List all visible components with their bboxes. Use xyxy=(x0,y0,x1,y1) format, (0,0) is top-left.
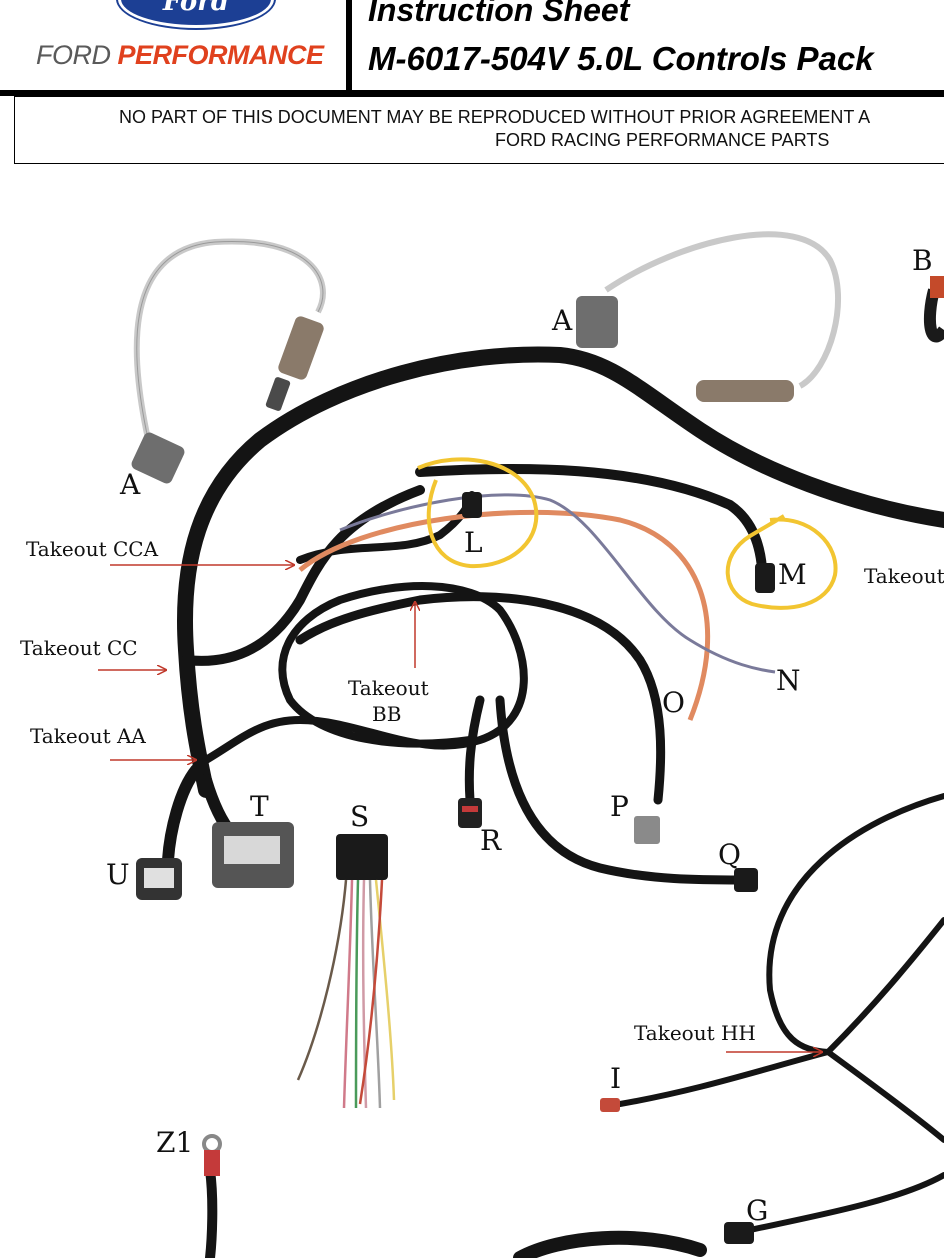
label-takeout-right: Takeout xyxy=(864,564,944,588)
connector-i xyxy=(600,1098,620,1112)
highlight-circle-l xyxy=(417,457,539,569)
label-q: Q xyxy=(718,838,741,871)
notice-line-1: NO PART OF THIS DOCUMENT MAY BE REPRODUC… xyxy=(119,107,871,127)
header-divider xyxy=(346,0,352,92)
label-n: N xyxy=(776,664,801,697)
label-t: T xyxy=(250,790,269,823)
brand-ford: FORD xyxy=(36,40,111,70)
label-g: G xyxy=(746,1194,768,1227)
label-i: I xyxy=(610,1062,621,1095)
connector-b xyxy=(923,276,944,343)
ford-performance-logo: Ford FORD PERFORMANCE xyxy=(18,0,344,86)
gray-wire-n xyxy=(339,493,776,674)
wiring-harness-diagram: A A B L M N O P Q R S T U I G Z1 Takeout… xyxy=(20,231,944,1258)
connectors xyxy=(136,492,775,900)
label-takeout-cca: Takeout CCA xyxy=(26,537,159,561)
label-o: O xyxy=(662,686,685,719)
copyright-notice: NO PART OF THIS DOCUMENT MAY BE REPRODUC… xyxy=(14,96,944,164)
brand-performance: PERFORMANCE xyxy=(117,40,325,70)
label-m: M xyxy=(778,558,807,591)
brand-wordmark: FORD PERFORMANCE xyxy=(36,40,324,71)
main-harness xyxy=(162,346,944,885)
ford-oval-logo: Ford xyxy=(118,0,274,28)
connector-g xyxy=(724,1222,754,1244)
connector-s xyxy=(296,834,396,1109)
document-title: Instruction Sheet xyxy=(368,0,630,28)
label-a-right: A xyxy=(551,304,573,337)
label-s: S xyxy=(350,800,369,833)
document-header: Ford FORD PERFORMANCE Instruction Sheet … xyxy=(0,0,944,96)
label-a-left: A xyxy=(119,468,141,501)
o2-sensor-right xyxy=(576,231,841,402)
part-number-title: M-6017-504V 5.0L Controls Pack xyxy=(368,40,874,77)
label-b: B xyxy=(912,244,933,277)
label-r: R xyxy=(480,824,502,857)
notice-line-2: FORD RACING PERFORMANCE PARTS xyxy=(495,130,830,150)
label-takeout-bb-2: BB xyxy=(372,702,401,726)
orange-wire-o xyxy=(298,509,711,721)
ford-logo-text: Ford xyxy=(162,0,230,17)
label-l: L xyxy=(464,526,483,559)
label-u: U xyxy=(106,858,130,891)
label-z1: Z1 xyxy=(156,1126,193,1159)
lower-harness xyxy=(205,793,944,1258)
o2-sensor-left xyxy=(131,238,326,484)
label-takeout-bb-1: Takeout xyxy=(348,676,429,700)
header-rule xyxy=(0,90,944,96)
label-takeout-aa: Takeout AA xyxy=(30,724,146,748)
label-takeout-hh: Takeout HH xyxy=(634,1021,756,1045)
highlight-circle-m xyxy=(725,514,838,610)
connector-z1 xyxy=(202,1134,222,1176)
label-takeout-cc: Takeout CC xyxy=(20,636,138,660)
label-p: P xyxy=(610,790,629,823)
